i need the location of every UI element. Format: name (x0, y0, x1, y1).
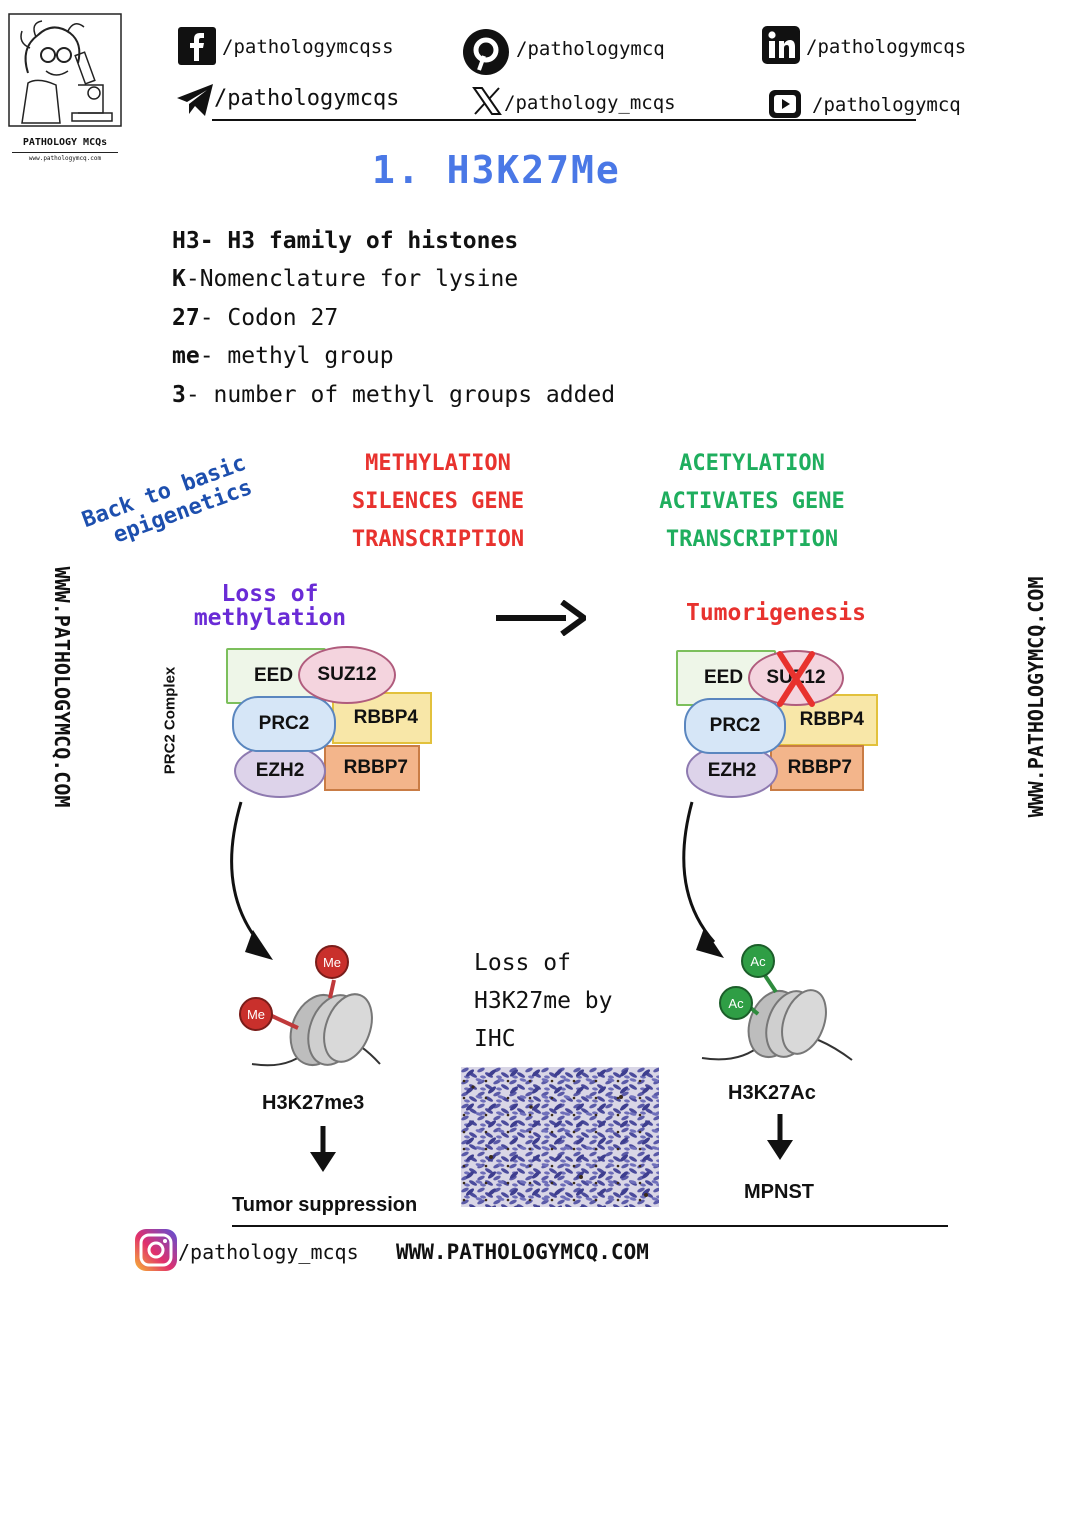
facebook-handle[interactable]: /pathologymcqss (222, 36, 394, 58)
ihc-caption: Loss of H3K27me by IHC (474, 950, 613, 1052)
right-prc2-complex: EED RBBP4 RBBP7 EZH2 PRC2 SUZ12 (674, 648, 884, 800)
down-arrow-icon (310, 1126, 336, 1172)
back-to-basic-note: Back to basic epigenetics (78, 450, 256, 549)
pinterest-icon[interactable] (462, 28, 510, 76)
youtube-icon[interactable] (768, 88, 802, 120)
left-nucleosome-icon: Me Me (239, 945, 381, 1067)
facebook-icon[interactable] (178, 27, 216, 65)
left-watermark: WWW.PATHOLOGYMCQ.COM (50, 566, 74, 808)
h3k27ac-label: H3K27Ac (728, 1082, 816, 1104)
telegram-icon[interactable] (175, 82, 215, 118)
right-arrow-icon (496, 600, 586, 636)
logo-name: PATHOLOGY MCQs (22, 137, 108, 148)
right-nucleosome-icon: Ac Ac (701, 944, 853, 1061)
eed-block: EED (226, 648, 326, 704)
h3k27me3-label: H3K27me3 (262, 1092, 365, 1114)
cross-mark-icon (777, 651, 815, 707)
instagram-icon[interactable] (134, 1228, 178, 1272)
down-arrow-icon (767, 1114, 793, 1160)
prc2-block: PRC2 (684, 698, 786, 754)
rbbp7-block: RBBP7 (770, 745, 864, 791)
linkedin-icon[interactable] (762, 26, 800, 64)
curved-arrow-icon (230, 801, 273, 960)
definition-row: 27- Codon 27 (172, 305, 339, 331)
left-prc2-complex: EED RBBP4 RBBP7 EZH2 PRC2 SUZ12 (224, 646, 434, 798)
linkedin-handle[interactable]: /pathologymcqs (806, 36, 967, 58)
suz12-block: SUZ12 (298, 646, 396, 704)
ihc-micrograph-image (461, 1067, 659, 1207)
methylation-header: METHYLATION SILENCES GENE TRANSCRIPTION (351, 451, 525, 552)
rbbp7-block: RBBP7 (324, 745, 420, 791)
ac-mark: Ac (750, 954, 766, 969)
definition-row: 3- number of methyl groups added (172, 382, 616, 408)
instagram-handle[interactable]: /pathology_mcqs (178, 1240, 359, 1264)
page-title: 1. H3K27Me (372, 148, 621, 192)
curved-arrow-icon (682, 801, 724, 958)
x-icon[interactable] (472, 86, 502, 116)
acetylation-header: ACETYLATION ACTIVATES GENE TRANSCRIPTION (659, 451, 845, 552)
logo-url: www.pathologymcq.com (28, 155, 102, 162)
telegram-handle[interactable]: /pathologymcqs (214, 86, 400, 111)
prc2-complex-label: PRC2 Complex (161, 666, 179, 775)
footer-rule (232, 1225, 948, 1227)
definition-row: me- methyl group (172, 343, 394, 369)
loss-of-methylation-heading: Loss of methylation (193, 581, 347, 631)
youtube-handle[interactable]: /pathologymcq (812, 94, 961, 116)
pinterest-handle[interactable]: /pathologymcq (516, 38, 665, 60)
definition-row: H3- H3 family of histones (172, 228, 519, 254)
header-underline (212, 119, 916, 121)
ezh2-block: EZH2 (234, 744, 326, 798)
tumorigenesis-heading: Tumorigenesis (685, 600, 866, 626)
definition-row: K-Nomenclature for lysine (172, 266, 519, 292)
ac-mark: Ac (728, 996, 744, 1011)
footer-website[interactable]: WWW.PATHOLOGYMCQ.COM (396, 1240, 649, 1264)
scientist-microscope-icon (8, 13, 122, 127)
x-handle[interactable]: /pathology_mcqs (504, 92, 676, 114)
prc2-block: PRC2 (232, 696, 336, 752)
tumor-suppression-label: Tumor suppression (232, 1194, 418, 1216)
right-watermark: WWW.PATHOLOGYMCQ.COM (1024, 576, 1048, 818)
me-mark: Me (323, 955, 341, 970)
logo: PATHOLOGY MCQs www.pathologymcq.com (8, 13, 122, 163)
me-mark: Me (247, 1007, 265, 1022)
mpnst-label: MPNST (744, 1181, 814, 1203)
